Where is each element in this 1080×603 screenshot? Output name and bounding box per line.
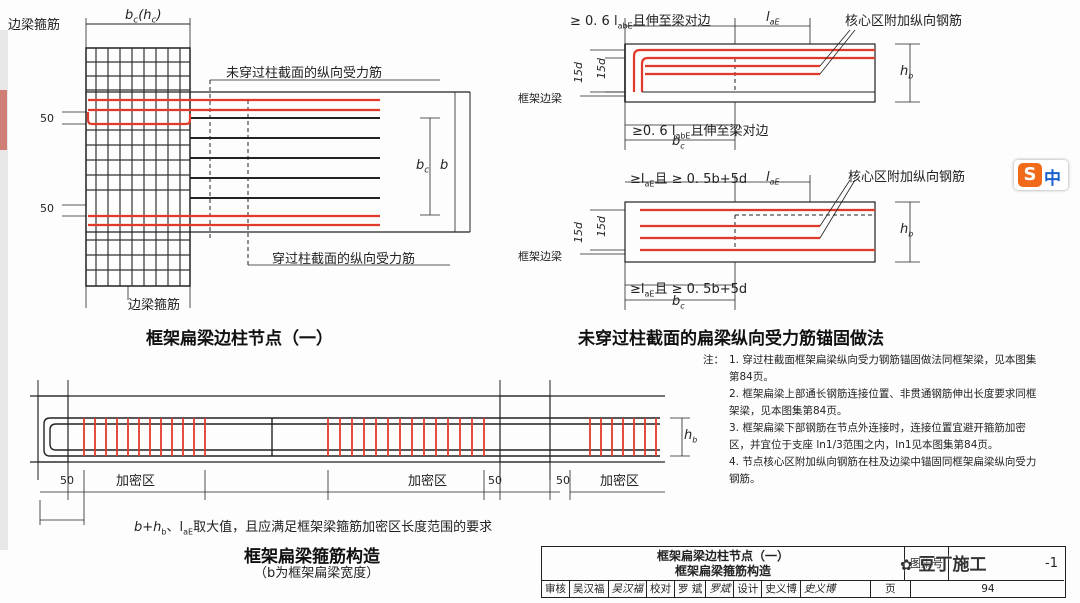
dim-50-c: 50 <box>556 474 570 487</box>
b-right-label: b <box>440 158 449 173</box>
note-item: 1. 穿过柱截面框架扁梁纵向受力钢筋锚固做法同框架梁，见本图集第84页。 <box>729 354 1037 383</box>
title-block-names: 框架扁梁边柱节点（一） 框架扁梁箍筋构造 <box>542 547 905 581</box>
not-through-top-label: 未穿过柱截面的纵向受力筋 <box>226 66 383 81</box>
atlas-number: -1 <box>949 547 1064 581</box>
zone-length-requirement: b+hb、laE取大值，且应满足框架梁箍筋加密区长度范围的要求 <box>134 520 493 537</box>
dim-50-b: 50 <box>488 474 502 487</box>
page-number: 94 <box>981 583 995 595</box>
top-right-title: 未穿过柱截面的扁梁纵向受力筋锚固做法 <box>578 329 884 349</box>
note-item: 3. 框架扁梁下部钢筋在节点外连接时，连接位置宜避开箍筋加密区，并宜位于支座 l… <box>729 422 1026 451</box>
design-signature: 史义博 <box>801 581 871 597</box>
hb-lower-label: hb <box>900 222 914 239</box>
title-block-signatures: 审核 吴汉福 吴汉福 校对 罗 斌 罗斌 设计 史义博 史义博 页 94 <box>542 581 1065 597</box>
design-name: 史义博 <box>762 581 801 597</box>
title-block: 框架扁梁边柱节点（一） 框架扁梁箍筋构造 图集号 -1 审核 吴汉福 吴汉福 校… <box>541 546 1066 598</box>
bc-hc-dim-label: bc(hc) <box>125 8 162 26</box>
15d-label-b: 15d <box>594 58 608 79</box>
core-bar-label-lower: 核心区附加纵向钢筋 <box>848 170 966 185</box>
bc-mid-label: bc <box>672 134 685 151</box>
lower-dim-text: ≥laE且 ≥ 0. 5b+5d <box>630 172 748 189</box>
mid-dim-text: ≥0. 6 labE且伸至梁对边 <box>632 124 769 141</box>
sogou-s-icon: S <box>1018 163 1042 187</box>
dim-50-a: 50 <box>60 474 74 487</box>
note-item: 4. 节点核心区附加纵向钢筋在柱及边梁中锚固同框架扁梁纵向受力钢筋。 <box>729 456 1037 485</box>
dim-50-bottom: 50 <box>40 202 54 215</box>
bc-bottom-label: bc <box>672 294 685 311</box>
design-label: 设计 <box>734 581 763 597</box>
wechat-icon: ✿ <box>900 556 913 574</box>
bottom-left-title: 框架扁梁箍筋构造 <box>244 547 380 567</box>
ime-badge[interactable]: S 中 <box>1014 160 1068 190</box>
laE-lower-label: laE <box>766 170 780 187</box>
notes-block: 注： 1. 穿过柱截面框架扁梁纵向受力钢筋锚固做法同框架梁，见本图集第84页。 … <box>703 352 1043 488</box>
note-item: 2. 框架扁梁上部通长钢筋连接位置、非贯通钢筋伸出长度要求同框架梁，见本图集第8… <box>729 388 1037 417</box>
watermark: ✿ 豆丁施工 <box>900 555 987 575</box>
zone-a-label: 加密区 <box>116 474 156 489</box>
top-dim-text: ≥ 0. 6 labE且伸至梁对边 <box>570 14 711 31</box>
zone-c-label: 加密区 <box>600 474 640 489</box>
page-label: 页 <box>871 581 911 597</box>
dim-50-top: 50 <box>40 112 54 125</box>
review-signature: 吴汉福 <box>609 581 647 597</box>
zone-b-label: 加密区 <box>408 474 448 489</box>
through-bottom-label: 穿过柱截面的纵向受力筋 <box>272 252 416 267</box>
check-label: 校对 <box>647 581 675 597</box>
hb-top-label: hb <box>900 64 914 81</box>
bottom-dim-text: ≥laE且 ≥ 0. 5b+5d <box>630 282 748 299</box>
hb-bottom-label: hb <box>684 428 698 445</box>
edge-stirrup-label-bottom: 边梁箍筋 <box>128 298 181 313</box>
edge-beam-label-lower: 框架边梁 <box>518 250 562 263</box>
atlas-label: 图集号 <box>905 547 949 581</box>
bottom-left-subtitle: （b为框架扁梁宽度） <box>254 566 380 581</box>
15d-label-d: 15d <box>594 216 608 237</box>
title-block-line1: 框架扁梁边柱节点（一） <box>656 549 789 563</box>
laE-top-label: laE <box>766 10 780 27</box>
15d-label-a: 15d <box>571 62 585 83</box>
core-bar-label-top: 核心区附加纵向钢筋 <box>845 14 963 29</box>
15d-label-c: 15d <box>571 222 585 243</box>
notes-prefix: 注： <box>703 354 724 366</box>
edge-stirrup-label-top: 边梁箍筋 <box>8 18 61 33</box>
check-signature: 罗斌 <box>706 581 735 597</box>
top-left-title: 框架扁梁边柱节点（一） <box>146 329 333 349</box>
review-label: 审核 <box>542 581 570 597</box>
chinese-mode-icon: 中 <box>1044 169 1061 189</box>
check-name: 罗 斌 <box>675 581 707 597</box>
bc-right-label: bc <box>416 158 430 176</box>
title-block-line2: 框架扁梁箍筋构造 <box>674 564 771 578</box>
review-name: 吴汉福 <box>570 581 609 597</box>
edge-beam-label-top: 框架边梁 <box>518 92 562 105</box>
